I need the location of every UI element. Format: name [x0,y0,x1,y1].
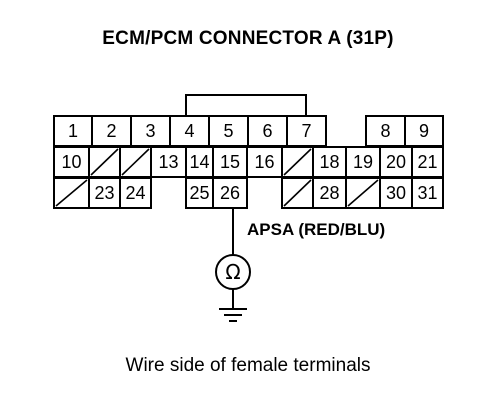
terminal-28: 28 [312,177,347,209]
terminal-30: 30 [379,177,413,209]
terminal-number: 6 [262,121,272,141]
empty-cavity [53,177,90,209]
terminal-31: 31 [411,177,444,209]
terminal-number: 8 [380,121,390,141]
terminal-23: 23 [88,177,121,209]
terminal-1: 1 [53,115,93,147]
terminal-9: 9 [404,115,444,147]
ground-icon [219,308,247,322]
ohm-icon: Ω [225,260,240,284]
terminal-19: 19 [345,146,381,178]
terminal-21: 21 [411,146,444,178]
terminal-number: 31 [417,183,437,203]
terminal-number: 21 [417,152,437,172]
terminal-number: 28 [319,183,339,203]
terminal-14: 14 [185,146,214,178]
empty-cavity [281,146,314,178]
empty-cavity [345,177,381,209]
terminal-number: 20 [386,152,406,172]
terminal-3: 3 [130,115,171,147]
terminal-number: 5 [223,121,233,141]
terminal-number: 9 [419,121,429,141]
terminal-24: 24 [119,177,152,209]
terminal-number: 19 [353,152,373,172]
terminal-number: 1 [68,121,78,141]
terminal-4: 4 [169,115,210,147]
terminal-number: 23 [94,183,114,203]
terminal-18: 18 [312,146,347,178]
terminal-5: 5 [208,115,249,147]
empty-cavity [88,146,121,178]
terminal-number: 24 [125,183,145,203]
terminal-number: 4 [184,121,194,141]
terminal-number: 25 [189,183,209,203]
terminal-number: 2 [106,121,116,141]
terminal-number: 7 [301,121,311,141]
terminal-number: 16 [254,152,274,172]
terminal-2: 2 [91,115,132,147]
terminal-20: 20 [379,146,413,178]
terminal-10: 10 [53,146,90,178]
terminal-8: 8 [365,115,406,147]
connector-lock-tab [185,94,307,116]
connector-title: ECM/PCM CONNECTOR A (31P) [102,28,394,49]
terminal-26: 26 [212,177,248,209]
terminal-6: 6 [247,115,288,147]
terminal-7: 7 [286,115,327,147]
terminal-number: 30 [386,183,406,203]
terminal-number: 10 [61,152,81,172]
terminal-number: 15 [220,152,240,172]
empty-cavity [119,146,152,178]
terminal-16: 16 [246,146,283,178]
terminal-number: 3 [145,121,155,141]
empty-cavity [281,177,314,209]
terminal-number: 14 [189,152,209,172]
terminal-number: 13 [158,152,178,172]
terminal-number: 26 [220,183,240,203]
wire-label: APSA (RED/BLU) [247,220,385,239]
terminal-13: 13 [150,146,187,178]
terminal-number: 18 [319,152,339,172]
terminal-15: 15 [212,146,248,178]
diagram-caption: Wire side of female terminals [125,355,371,376]
terminal-25: 25 [185,177,214,209]
